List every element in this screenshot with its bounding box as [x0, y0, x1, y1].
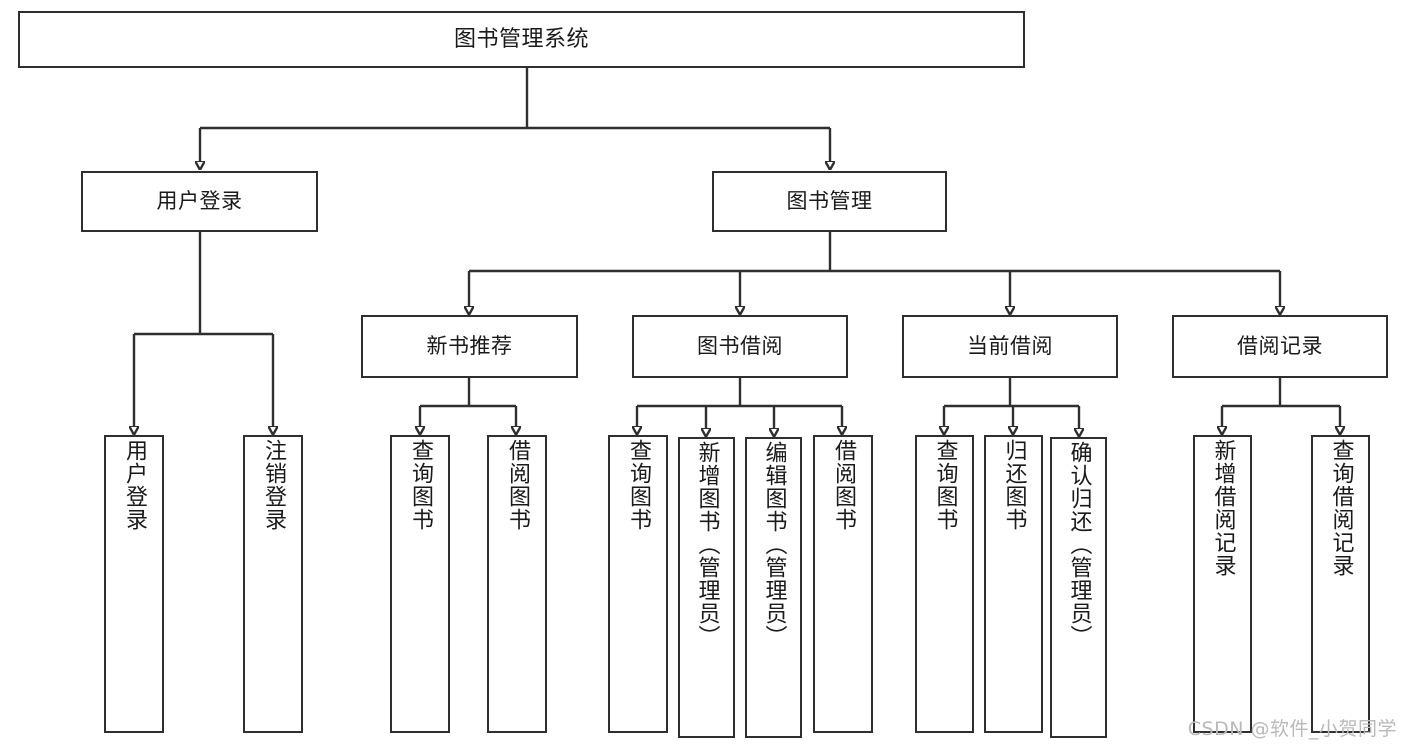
node-borrow-record[interactable]: 借阅记录: [1172, 315, 1388, 378]
node-leaf-logout[interactable]: 注销登录: [243, 435, 303, 733]
node-leaf-confirm-return-admin[interactable]: 确认归还（管理员）: [1050, 437, 1107, 738]
node-label: 归还图书: [1001, 439, 1027, 531]
node-label: 新书推荐: [426, 334, 513, 359]
node-label: 编辑图书（管理员）: [761, 441, 787, 648]
node-label: 查询图书: [626, 439, 651, 531]
node-new-book-recommend[interactable]: 新书推荐: [361, 315, 578, 378]
node-user-login[interactable]: 用户登录: [81, 171, 318, 232]
node-label: 用户登录: [156, 189, 243, 214]
node-book-borrow[interactable]: 图书借阅: [632, 315, 848, 378]
node-label: 确认归还（管理员）: [1066, 441, 1092, 648]
node-leaf-return-book[interactable]: 归还图书: [984, 435, 1043, 733]
node-leaf-query-book-current[interactable]: 查询图书: [915, 435, 974, 733]
node-label: 查询图书: [932, 439, 958, 531]
node-label: 图书借阅: [697, 334, 783, 359]
node-label: 注销登录: [261, 439, 286, 531]
node-leaf-add-borrow-record[interactable]: 新增借阅记录: [1193, 435, 1252, 733]
watermark: CSDN @软件_小贺同学: [1187, 718, 1397, 740]
node-label: 当前借阅: [967, 334, 1053, 359]
node-label: 查询图书: [408, 439, 433, 531]
node-book-management[interactable]: 图书管理: [712, 171, 947, 232]
node-label: 借阅记录: [1237, 334, 1323, 359]
node-leaf-add-book-admin[interactable]: 新增图书（管理员）: [678, 437, 735, 738]
node-leaf-edit-book-admin[interactable]: 编辑图书（管理员）: [745, 437, 802, 738]
node-leaf-query-book-recommend[interactable]: 查询图书: [390, 435, 450, 733]
node-label: 用户登录: [122, 439, 147, 531]
node-root-book-management-system[interactable]: 图书管理系统: [18, 11, 1025, 68]
node-label: 图书管理: [786, 189, 873, 214]
node-leaf-query-book[interactable]: 查询图书: [608, 435, 668, 733]
node-leaf-query-borrow-record[interactable]: 查询借阅记录: [1311, 435, 1370, 733]
node-leaf-user-login[interactable]: 用户登录: [104, 435, 164, 733]
node-label: 新增图书（管理员）: [694, 441, 720, 648]
node-label: 图书管理系统: [453, 26, 589, 52]
node-leaf-borrow-book[interactable]: 借阅图书: [813, 435, 873, 733]
node-label: 借阅图书: [505, 439, 530, 531]
node-current-borrow[interactable]: 当前借阅: [902, 315, 1118, 378]
node-leaf-borrow-book-recommend[interactable]: 借阅图书: [487, 435, 547, 733]
node-label: 查询借阅记录: [1328, 439, 1354, 577]
node-label: 新增借阅记录: [1210, 439, 1236, 577]
node-label: 借阅图书: [831, 439, 856, 531]
